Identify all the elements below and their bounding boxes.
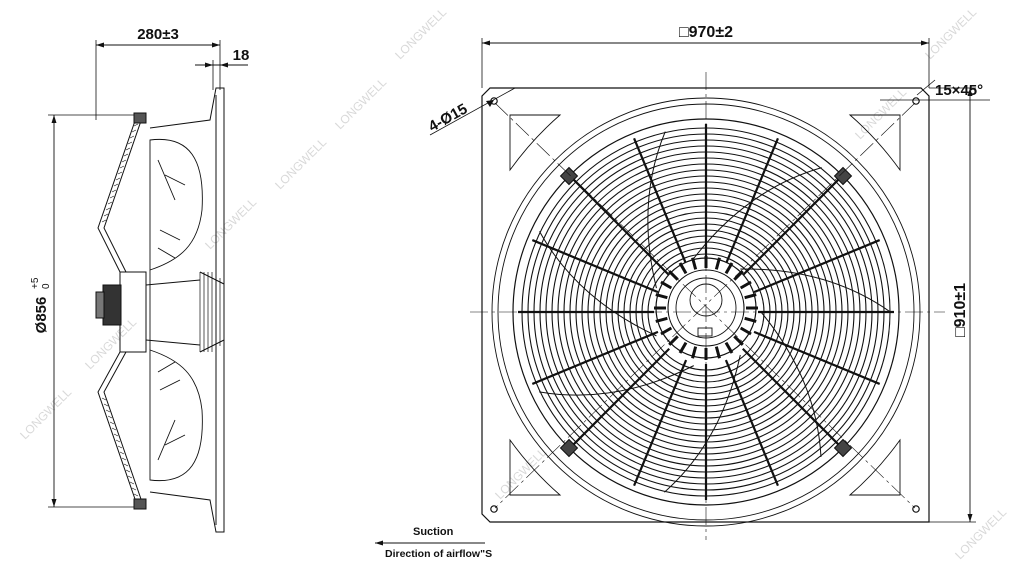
guard-spoke xyxy=(572,347,671,446)
guard-spoke xyxy=(531,239,659,294)
hub-fin xyxy=(733,335,744,346)
guard-serration xyxy=(101,123,139,497)
guard-mount-bottom xyxy=(133,498,147,510)
height-dim-label: □910±1 xyxy=(952,283,969,337)
mounting-plate-front xyxy=(481,87,930,523)
guard-spoke xyxy=(572,178,671,277)
suction-label: Suction xyxy=(413,526,454,538)
hub-fin xyxy=(691,257,698,270)
motor xyxy=(95,271,225,353)
watermark-text: LONGWELL xyxy=(492,445,549,502)
blade-edge xyxy=(539,231,657,337)
guard-spoke xyxy=(724,359,779,487)
guard-spoke xyxy=(741,347,840,446)
hub-fin xyxy=(733,270,744,281)
motor-fins xyxy=(199,272,225,352)
mounting-plate-side xyxy=(149,87,225,533)
airflow-direction-label: Direction of airflow"S xyxy=(385,548,492,560)
guard-profile xyxy=(97,117,143,503)
hub-fin xyxy=(724,262,734,275)
hub-fin xyxy=(678,341,688,354)
guard-spoke xyxy=(531,330,659,385)
chamfer-callout: 15×45° xyxy=(880,79,990,101)
hub-fin xyxy=(660,326,673,336)
guard-spoke xyxy=(741,178,840,277)
watermark-text: LONGWELL xyxy=(952,505,1009,562)
side-view: 280±3 18 Ø856 +5 0 xyxy=(30,26,249,533)
hub-fin xyxy=(714,257,721,270)
hub-fin xyxy=(739,326,752,336)
diameter-dimension: Ø856 +5 0 xyxy=(30,114,140,508)
hub-fin xyxy=(655,293,668,300)
hub-fin xyxy=(678,262,688,275)
guard-spoke xyxy=(753,239,881,294)
blade-edge xyxy=(693,167,822,259)
hub-fin xyxy=(739,280,752,290)
blade-edge xyxy=(647,131,666,289)
watermark-text: LONGWELL xyxy=(332,75,389,132)
hub-fin xyxy=(691,346,698,359)
guard-mount-top xyxy=(133,112,147,124)
blade-edge xyxy=(664,354,741,493)
diameter-tol-upper: +5 xyxy=(30,277,41,289)
front-view: □970±2 □910±1 4-Ø15 15×45° xyxy=(426,24,990,540)
depth-dim-label: 280±3 xyxy=(137,26,179,43)
guard-spoke xyxy=(633,359,688,487)
watermark-text: LONGWELL xyxy=(202,195,259,252)
depth-dimension: 280±3 xyxy=(95,26,221,120)
hub-fin xyxy=(744,316,757,323)
watermark-text: LONGWELL xyxy=(852,85,909,142)
width-dim-label: □970±2 xyxy=(679,24,733,41)
hub-fin xyxy=(744,293,757,300)
guard-spoke xyxy=(753,330,881,385)
holes-callout: 4-Ø15 xyxy=(426,87,516,135)
hub-fin xyxy=(660,280,673,290)
hub-fin xyxy=(714,346,721,359)
hub-fin xyxy=(724,341,734,354)
center-lines xyxy=(470,72,945,540)
watermark-text: LONGWELL xyxy=(922,5,979,62)
watermark-text: LONGWELL xyxy=(272,135,329,192)
watermark-text: LONGWELL xyxy=(392,5,449,62)
width-dimension: □970±2 xyxy=(481,24,930,88)
flange-dim-label: 18 xyxy=(233,47,250,64)
hub-fin xyxy=(668,335,679,346)
blade-edge xyxy=(760,311,822,457)
diameter-dim-label: Ø856 xyxy=(33,297,50,334)
height-dimension: □910±1 xyxy=(929,87,976,523)
blade-edge xyxy=(740,268,892,313)
diameter-tol-lower: 0 xyxy=(41,283,52,289)
guard-clamps xyxy=(559,166,853,458)
watermark-text: LONGWELL xyxy=(17,385,74,442)
airflow-note: Suction Direction of airflow"S xyxy=(375,526,492,560)
guard-spoke xyxy=(633,137,688,265)
hub-fin xyxy=(655,316,668,323)
fan-blades-side xyxy=(149,138,203,482)
holes-dim-label: 4-Ø15 xyxy=(426,100,471,135)
chamfer-dim-label: 15×45° xyxy=(935,82,983,99)
flange-dimension: 18 xyxy=(195,47,249,90)
